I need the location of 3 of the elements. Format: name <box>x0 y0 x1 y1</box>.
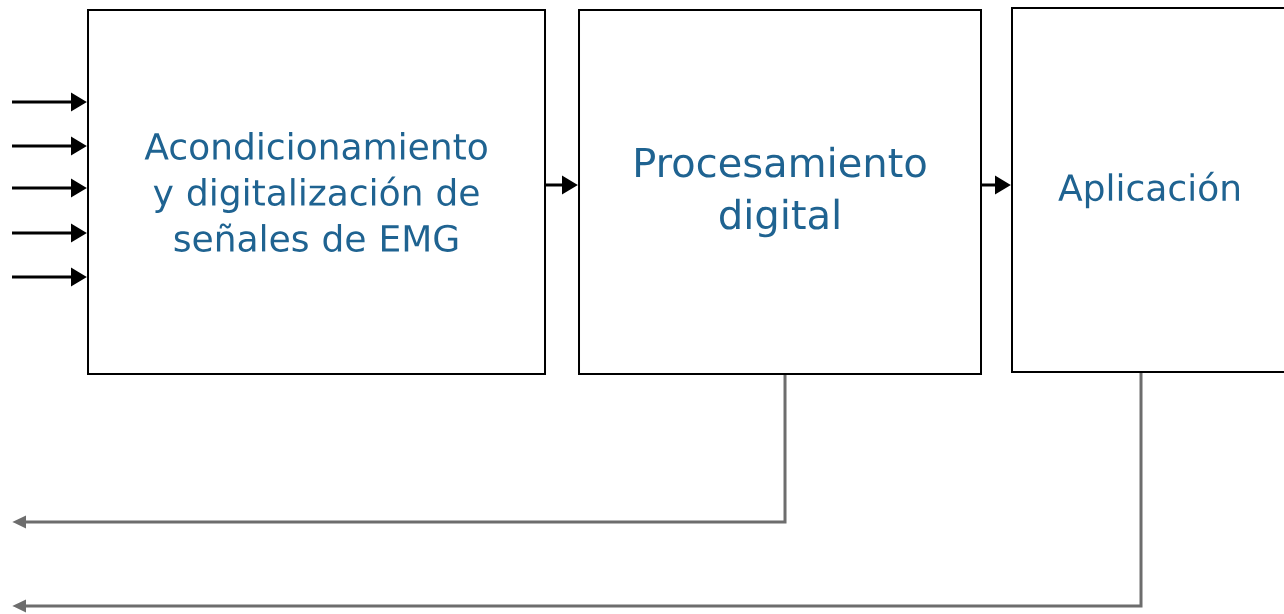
process-box: Procesamiento digital <box>578 9 982 375</box>
process-box: Aplicación <box>1011 7 1284 373</box>
process-box: Acondicionamiento y digitalización de señales de EMG <box>87 9 546 375</box>
